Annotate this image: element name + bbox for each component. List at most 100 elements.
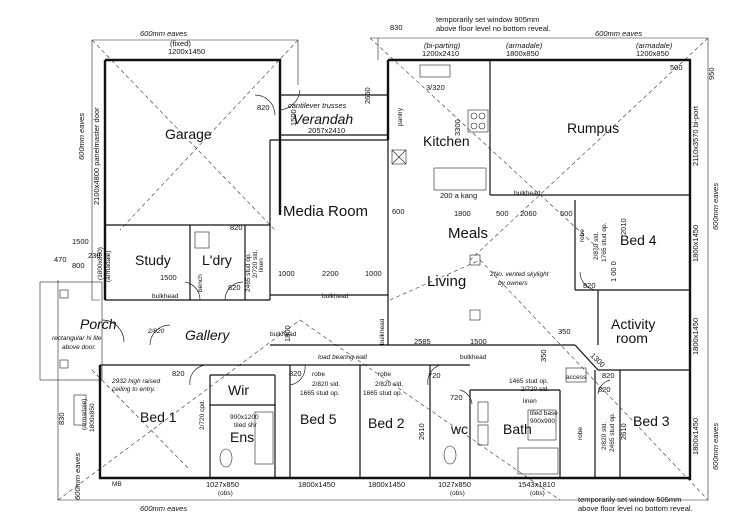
note-tiled-base-2: 900x900 (530, 418, 555, 425)
dim-500-b4: 500 (560, 209, 573, 218)
note-eaves-left: 600mm eaves (77, 113, 86, 160)
room-meals: Meals (448, 225, 488, 242)
note-armadale-1: (armadale) (506, 41, 543, 50)
room-study: Study (135, 252, 171, 268)
room-garage: Garage (165, 126, 212, 142)
dim-820-laundry-2: 820 (228, 283, 241, 292)
dim-830-left: 830 (57, 412, 66, 425)
dim-820-laundry: 820 (230, 223, 243, 232)
note-cantilever: cantilever trusses (288, 101, 347, 110)
win-1543: 1543x1810 (518, 480, 555, 489)
note-tiled-base-1: tiled base (530, 410, 558, 417)
room-rumpus: Rumpus (567, 120, 619, 136)
note-stud-1: 1665 stud op. (300, 390, 340, 397)
note-access: access (566, 374, 587, 381)
fixtures (73, 64, 587, 475)
roof-outline (57, 37, 709, 501)
room-bed3: Bed 3 (633, 413, 670, 429)
dim-1000-b4: 1 00 0 (609, 261, 618, 282)
note-eaves-right-low: 600mm eaves (711, 423, 720, 470)
note-window-top-2: above floor level no bottom reveal. (436, 24, 551, 33)
note-sld-3: 2/720 sld. (521, 386, 549, 393)
note-shower-2: tiled shr (234, 422, 258, 429)
dim-820-bed3: 820 (602, 371, 615, 380)
win-1800-r3: 1800x1450 (691, 418, 700, 455)
dim-1300: 1300 (589, 351, 607, 369)
win-1027-2: 1027x850 (438, 480, 471, 489)
note-linen-2: linen (523, 398, 537, 405)
note-mb: MB (112, 481, 122, 488)
note-robe-3: robe (579, 229, 586, 242)
dim-1800-gallery: 1800 (283, 325, 292, 342)
win-1027-1: 1027x850 (206, 480, 239, 489)
dim-600-media: 600 (392, 207, 405, 216)
plan-notes: temporarily set window 905mm above floor… (52, 15, 720, 513)
note-armadale-2-size: 1200x850 (636, 49, 669, 58)
note-gallery-door: 2/820 (147, 328, 165, 335)
dim-500-k: 500 (670, 63, 683, 72)
dim-1500-verandah: 1500 (289, 109, 298, 126)
note-study-window: (1800x850) (97, 247, 104, 280)
note-sld-1: 2/820 sld. (312, 381, 340, 388)
note-armadale-2: (armadale) (636, 41, 673, 50)
note-raised-ceiling-2: ceiling to entry. (112, 386, 155, 393)
note-laundry-sld: 2/720 sld. (252, 250, 259, 278)
note-window-top-1: temporarily set window 905mm (436, 15, 539, 24)
note-kang: 200 a kang (440, 191, 477, 200)
room-bed2: Bed 2 (368, 415, 405, 431)
note-armadale-1-size: 1800x850 (506, 49, 539, 58)
room-media: Media Room (283, 203, 368, 220)
dim-720-bed2: 720 (428, 371, 441, 380)
dim-3300: 3300 (453, 119, 462, 136)
room-bed1: Bed 1 (140, 409, 177, 425)
note-garage-door: 2100x4800 panelmaster door (92, 107, 101, 205)
note-bed1-window-tag: (armadale) (81, 399, 88, 430)
room-activity: Activity (611, 316, 655, 332)
door-swings (101, 89, 611, 405)
dim-1800-meals: 1800 (454, 209, 471, 218)
dim-1000-a: 1000 (278, 269, 295, 278)
note-laundry-stud: 2465 stud op. (245, 252, 252, 292)
note-bulkhead-3: bulkhead (460, 354, 487, 361)
note-robe-4: robe (577, 427, 584, 440)
dim-350b: 350 (539, 349, 548, 362)
note-eaves-top-right: 600mm eaves (595, 29, 642, 38)
room-kitchen: Kitchen (423, 133, 470, 149)
dim-820-bed5: 820 (289, 369, 302, 378)
dim-2660: 2660 (363, 87, 372, 104)
win-1800-2: 1800x1450 (368, 480, 405, 489)
note-sld-2: 2/820 sld. (375, 381, 403, 388)
note-bi-port: 2110x3570 bi-port (691, 105, 700, 166)
room-gallery: Gallery (185, 327, 230, 343)
room-activity-2: room (616, 330, 648, 346)
dim-2610-bed3: 2610 (619, 423, 628, 440)
dim-1500-left: 1500 (72, 237, 89, 246)
dim-820-garage: 820 (257, 103, 270, 112)
note-linen-1: linen (258, 258, 265, 272)
room-porch: Porch (80, 316, 117, 332)
dim-2610-bed2: 2610 (417, 423, 426, 440)
dim-950: 950 (707, 67, 716, 80)
dim-230: 230 (88, 251, 101, 260)
room-laundry: L'dry (202, 252, 232, 268)
note-bulkhead-vertical: bulkhead (379, 318, 386, 345)
note-robe-2: robe (378, 371, 391, 378)
note-bed4-sld: 2/870 sld. (593, 232, 600, 260)
room-bath: Bath (503, 421, 532, 437)
dim-820-bed1: 820 (172, 369, 185, 378)
dim-470: 470 (54, 255, 67, 264)
note-window-bottom-1: temporarily set window 505mm (578, 495, 681, 504)
note-raised-ceiling-1: 2932 high raised (111, 378, 160, 385)
note-skylight-2: by owners (498, 280, 528, 287)
note-eaves-bottom: 600mm eaves (140, 504, 187, 513)
note-bi-parting: (bi-parting) (424, 41, 461, 50)
dim-3320: 3/320 (426, 83, 445, 92)
note-bulkhead-1: bulkhead (152, 293, 179, 300)
dim-1500-study: 1500 (160, 273, 177, 282)
note-shower-1: 900x1200 (230, 414, 259, 421)
note-bed3-stud: 2465 stud op. (609, 412, 616, 452)
dim-2060: 2060 (520, 209, 537, 218)
note-robe-1: robe (312, 371, 325, 378)
room-bed5: Bed 5 (300, 411, 337, 427)
